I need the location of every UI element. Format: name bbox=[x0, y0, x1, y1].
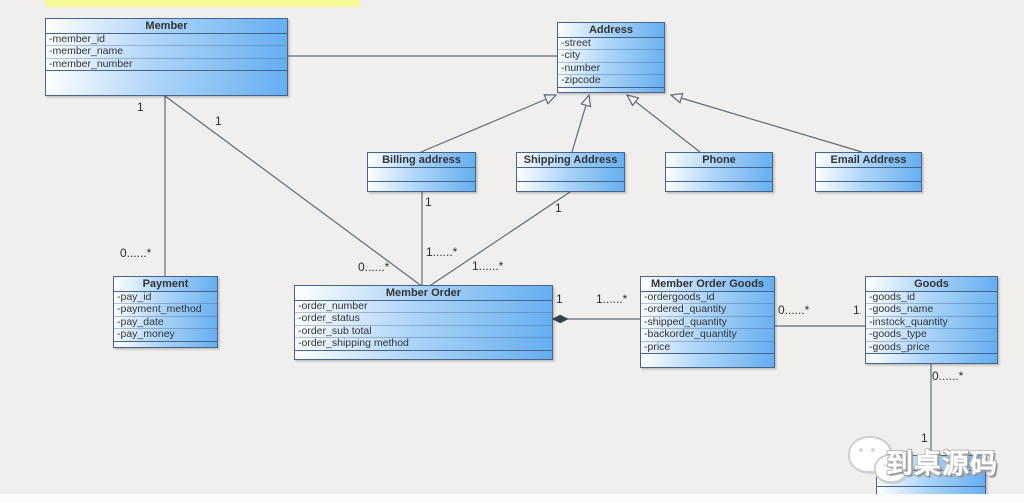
edge-phone-address[interactable] bbox=[625, 94, 701, 153]
multiplicity-label: 1 bbox=[425, 195, 432, 209]
attribute-compartment: -member_id -member_name -member_number bbox=[46, 34, 287, 72]
multiplicity-label: 0......* bbox=[778, 303, 810, 317]
method-compartment bbox=[641, 353, 774, 367]
multiplicity-label: 1 bbox=[215, 114, 222, 128]
class-address[interactable]: Address -street -city -number -zipcode bbox=[557, 22, 665, 93]
method-compartment bbox=[368, 182, 475, 191]
class-title: Member Order bbox=[295, 286, 552, 301]
attribute-compartment bbox=[517, 168, 624, 182]
attribute: -city bbox=[558, 50, 664, 63]
attribute: -pay_date bbox=[114, 317, 217, 330]
attribute: -member_name bbox=[46, 46, 287, 59]
attribute: -backorder_quantity bbox=[641, 329, 774, 342]
multiplicity-label: 1 bbox=[555, 201, 562, 215]
multiplicity-label: 0......* bbox=[120, 246, 152, 260]
method-compartment bbox=[666, 182, 772, 191]
class-title: Member bbox=[46, 19, 287, 34]
method-compartment bbox=[46, 71, 287, 95]
attribute: -instock_quantity bbox=[866, 317, 997, 330]
multiplicity-label: 1......* bbox=[596, 292, 628, 306]
attribute-compartment bbox=[816, 168, 921, 182]
attribute-compartment: -goods_id -goods_name -instock_quantity … bbox=[866, 292, 997, 354]
class-title: Payment bbox=[114, 277, 217, 292]
multiplicity-label: 0......* bbox=[358, 260, 390, 274]
class-payment[interactable]: Payment -pay_id -payment_method -pay_dat… bbox=[113, 276, 218, 348]
multiplicity-label: 1 bbox=[853, 303, 860, 317]
attribute: -payment_method bbox=[114, 304, 217, 317]
bottom-strip bbox=[0, 494, 1024, 503]
class-title: Address bbox=[558, 23, 664, 38]
class-member-order-goods[interactable]: Member Order Goods -ordergoods_id -order… bbox=[640, 276, 775, 368]
attribute: -member_number bbox=[49, 58, 133, 70]
class-title: Phone bbox=[666, 153, 772, 168]
multiplicity-label: 1......* bbox=[472, 259, 504, 273]
method-compartment bbox=[816, 182, 921, 191]
attribute: -member_id bbox=[46, 34, 287, 47]
watermark-text: 到桌源码 bbox=[886, 449, 998, 479]
class-billing-address[interactable]: Billing address bbox=[367, 152, 476, 192]
yellow-highlight-bar bbox=[45, 0, 360, 7]
class-title: Email Address bbox=[816, 153, 921, 168]
multiplicity-label: 1......* bbox=[426, 245, 458, 259]
chat-bubble-small-icon bbox=[874, 454, 908, 483]
edge-email-address[interactable] bbox=[669, 92, 863, 153]
class-title: Member Order Goods bbox=[641, 277, 774, 292]
attribute: -goods_name bbox=[866, 304, 997, 317]
attribute-compartment: -pay_id -payment_method -pay_date -pay_m… bbox=[114, 292, 217, 342]
class-goods[interactable]: Goods -goods_id -goods_name -instock_qua… bbox=[865, 276, 998, 364]
attribute: -goods_price bbox=[869, 341, 930, 353]
attribute: -order_shipping method bbox=[298, 338, 409, 350]
edge-shipping-address[interactable] bbox=[571, 93, 592, 153]
attribute: -order_sub total bbox=[295, 326, 552, 339]
method-compartment bbox=[295, 350, 552, 359]
method-compartment bbox=[517, 182, 624, 191]
method-compartment bbox=[114, 341, 217, 347]
class-title: Goods bbox=[866, 277, 997, 292]
attribute: -order_status bbox=[295, 313, 552, 326]
attribute-compartment: -ordergoods_id -ordered_quantity -shippe… bbox=[641, 292, 774, 354]
edge-billing-address[interactable] bbox=[420, 94, 558, 153]
class-title: Billing address bbox=[368, 153, 475, 168]
multiplicity-label: 0......* bbox=[932, 369, 964, 383]
class-phone[interactable]: Phone bbox=[665, 152, 773, 192]
multiplicity-label: 1 bbox=[921, 431, 928, 445]
attribute: -goods_type bbox=[866, 329, 997, 342]
attribute: -price bbox=[644, 341, 671, 353]
method-compartment bbox=[558, 87, 664, 92]
class-member[interactable]: Member -member_id -member_name -member_n… bbox=[45, 18, 288, 96]
attribute: -order_number bbox=[295, 301, 552, 314]
attribute: -pay_id bbox=[114, 292, 217, 305]
multiplicity-label: 1 bbox=[137, 100, 144, 114]
attribute-compartment bbox=[666, 168, 772, 182]
attribute: -zipcode bbox=[561, 75, 601, 87]
class-member-order[interactable]: Member Order -order_number -order_status… bbox=[294, 285, 553, 360]
attribute: -pay_money bbox=[117, 329, 175, 341]
attribute: -street bbox=[558, 38, 664, 51]
attribute: -ordered_quantity bbox=[641, 304, 774, 317]
attribute-compartment: -street -city -number -zipcode bbox=[558, 38, 664, 88]
attribute-compartment: -order_number -order_status -order_sub t… bbox=[295, 301, 552, 351]
attribute: -goods_id bbox=[866, 292, 997, 305]
class-shipping-address[interactable]: Shipping Address bbox=[516, 152, 625, 192]
attribute: -number bbox=[558, 63, 664, 76]
class-email-address[interactable]: Email Address bbox=[815, 152, 922, 192]
method-compartment bbox=[866, 353, 997, 363]
multiplicity-label: 1 bbox=[556, 292, 563, 306]
attribute-compartment bbox=[368, 168, 475, 182]
attribute: -shipped_quantity bbox=[641, 317, 774, 330]
watermark: 到桌源码 bbox=[828, 436, 1024, 488]
attribute: -ordergoods_id bbox=[641, 292, 774, 305]
class-title: Shipping Address bbox=[517, 153, 624, 168]
